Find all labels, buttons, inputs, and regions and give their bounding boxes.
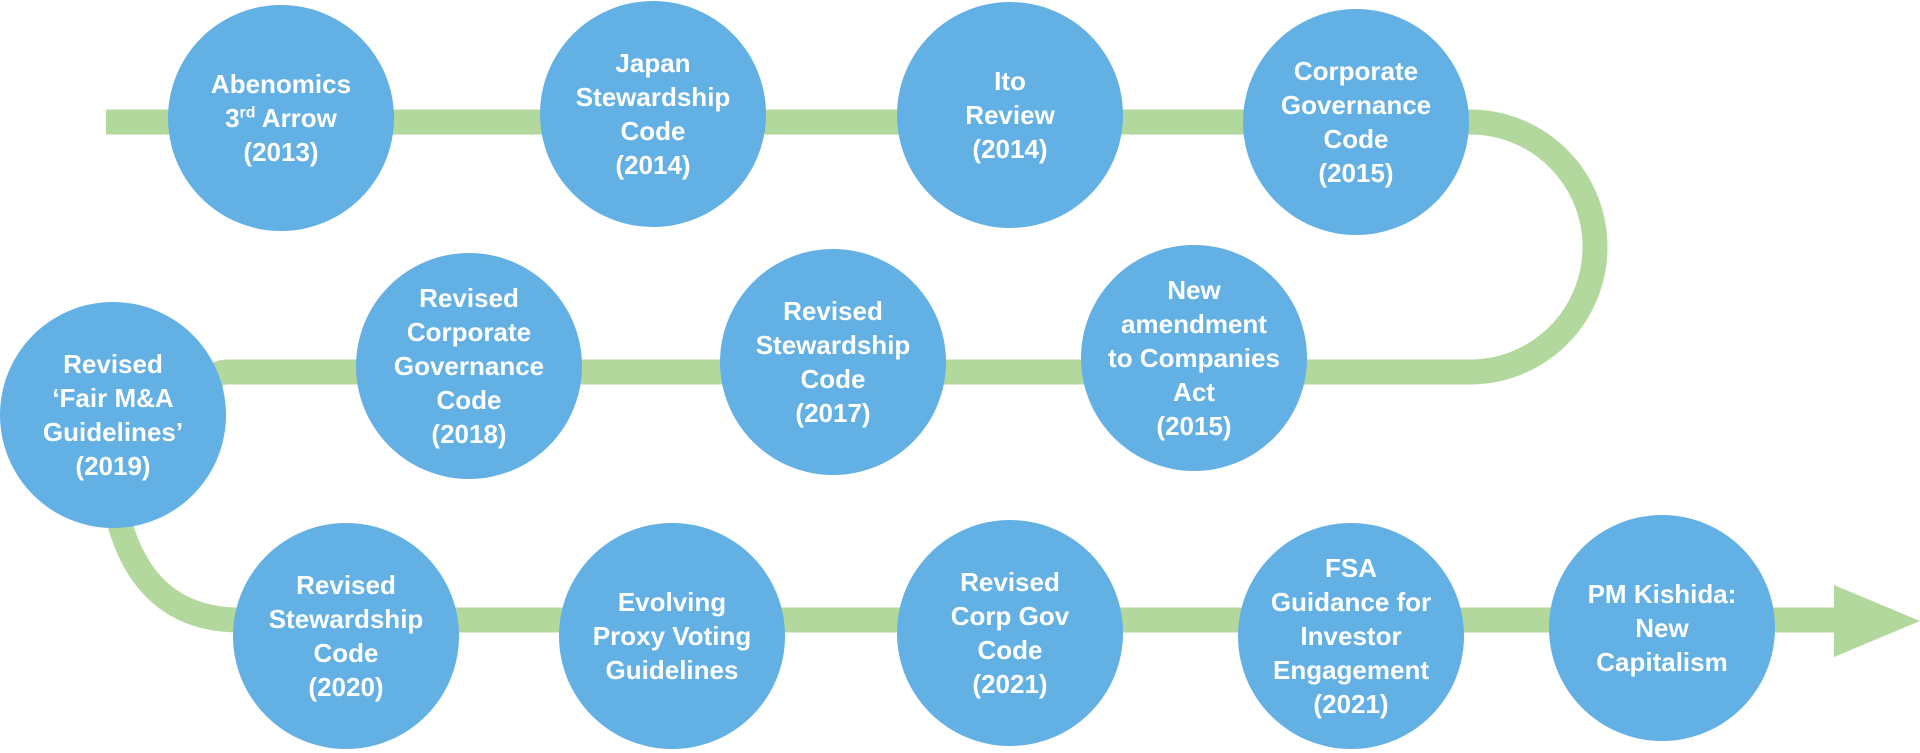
node-label-line: Capitalism bbox=[1596, 647, 1728, 677]
node-label-line: (2018) bbox=[431, 419, 507, 449]
node-label-line: Code bbox=[436, 385, 502, 415]
node-label-line: Code bbox=[800, 364, 866, 394]
node-label-line: New bbox=[1635, 613, 1689, 643]
node-label-line: amendment bbox=[1121, 309, 1267, 339]
node-label: Evolving Proxy Voting Guidelines bbox=[577, 585, 767, 687]
node-ito-review: Ito Review (2014) bbox=[897, 2, 1123, 228]
node-label-line: Act bbox=[1173, 377, 1215, 407]
node-label-line: (2019) bbox=[75, 451, 151, 481]
node-label: PM Kishida: New Capitalism bbox=[1567, 577, 1757, 679]
node-label-line: Stewardship bbox=[575, 82, 731, 112]
node-label-line: Code bbox=[1323, 124, 1389, 154]
node-label-line: Corporate bbox=[406, 317, 532, 347]
node-label-line: Revised bbox=[960, 567, 1060, 597]
node-label-line: Proxy Voting bbox=[592, 621, 752, 651]
node-label-line: Governance bbox=[393, 351, 545, 381]
arrow-word: Arrow bbox=[255, 103, 337, 133]
node-label-line: (2014) bbox=[615, 150, 691, 180]
node-label-line: (2015) bbox=[1318, 158, 1394, 188]
node-label-line: Stewardship bbox=[755, 330, 911, 360]
node-label: Revised Stewardship Code (2017) bbox=[738, 294, 928, 430]
node-label-line: Evolving bbox=[617, 587, 727, 617]
node-evolving-proxy-voting-guidelines: Evolving Proxy Voting Guidelines bbox=[559, 523, 785, 749]
node-label-line: Stewardship bbox=[268, 604, 424, 634]
node-corporate-governance-code: Corporate Governance Code (2015) bbox=[1243, 9, 1469, 235]
node-label-line: Guidelines’ bbox=[42, 417, 184, 447]
node-label: FSA Guidance for Investor Engagement (20… bbox=[1256, 551, 1446, 721]
node-label-line: (2017) bbox=[795, 398, 871, 428]
node-label-line: Revised bbox=[419, 283, 519, 313]
node-japan-stewardship-code: Japan Stewardship Code (2014) bbox=[540, 1, 766, 227]
node-label-line: (2021) bbox=[972, 669, 1048, 699]
node-label-line: (2020) bbox=[308, 672, 384, 702]
node-label-line: Code bbox=[620, 116, 686, 146]
node-revised-fair-ma-guidelines: Revised ‘Fair M&A Guidelines’ (2019) bbox=[0, 302, 226, 528]
node-label-line: (2014) bbox=[972, 134, 1048, 164]
ordinal-number: 3 bbox=[225, 103, 240, 133]
node-label: Abenomics 3rd Arrow (2013) bbox=[186, 67, 376, 169]
ordinal-suffix: rd bbox=[239, 104, 256, 122]
node-fsa-guidance-investor-engagement: FSA Guidance for Investor Engagement (20… bbox=[1238, 523, 1464, 749]
node-label-line: Review bbox=[965, 100, 1055, 130]
node-abenomics-3rd-arrow: Abenomics 3rd Arrow (2013) bbox=[168, 5, 394, 231]
node-label-line: Code bbox=[313, 638, 379, 668]
node-label-line: (2013) bbox=[243, 137, 319, 167]
node-revised-stewardship-code-2020: Revised Stewardship Code (2020) bbox=[233, 523, 459, 749]
node-pm-kishida-new-capitalism: PM Kishida: New Capitalism bbox=[1549, 515, 1775, 741]
node-label-line: Guidelines bbox=[605, 655, 739, 685]
node-label: Revised Corp Gov Code (2021) bbox=[915, 565, 1105, 701]
node-label-line: (2021) bbox=[1313, 689, 1389, 719]
node-revised-corp-gov-code-2021: Revised Corp Gov Code (2021) bbox=[897, 520, 1123, 746]
node-label-line: Guidance for bbox=[1270, 587, 1432, 617]
node-label: New amendment to Companies Act (2015) bbox=[1099, 273, 1289, 443]
node-label-line: Revised bbox=[296, 570, 396, 600]
node-label-line: to Companies bbox=[1108, 343, 1280, 373]
node-label: Revised ‘Fair M&A Guidelines’ (2019) bbox=[18, 347, 208, 483]
node-label-line: Investor bbox=[1300, 621, 1402, 651]
node-label: Japan Stewardship Code (2014) bbox=[558, 46, 748, 182]
node-label-line: ‘Fair M&A bbox=[52, 383, 174, 413]
node-revised-corporate-governance-code-2018: Revised Corporate Governance Code (2018) bbox=[356, 253, 582, 479]
node-label-line: Engagement bbox=[1272, 655, 1430, 685]
node-new-amendment-companies-act: New amendment to Companies Act (2015) bbox=[1081, 245, 1307, 471]
node-label-line: Corporate bbox=[1293, 56, 1419, 86]
node-label: Ito Review (2014) bbox=[915, 64, 1105, 166]
node-label-line: Corp Gov bbox=[950, 601, 1070, 631]
node-label: Corporate Governance Code (2015) bbox=[1261, 54, 1451, 190]
node-label-line: Revised bbox=[783, 296, 883, 326]
node-label-line: Code bbox=[977, 635, 1043, 665]
node-revised-stewardship-code-2017: Revised Stewardship Code (2017) bbox=[720, 249, 946, 475]
node-label-line: New bbox=[1167, 275, 1221, 305]
node-label-line: (2015) bbox=[1156, 411, 1232, 441]
node-label: Revised Stewardship Code (2020) bbox=[251, 568, 441, 704]
timeline-arrow-head bbox=[1834, 585, 1920, 657]
node-label-line: Abenomics bbox=[210, 69, 352, 99]
node-label: Revised Corporate Governance Code (2018) bbox=[374, 281, 564, 451]
node-label-line: Ito bbox=[994, 66, 1026, 96]
node-label-line: 3rd Arrow bbox=[225, 101, 337, 135]
node-label-line: PM Kishida: bbox=[1587, 579, 1737, 609]
node-label-line: Japan bbox=[615, 48, 691, 78]
node-label-line: FSA bbox=[1325, 553, 1377, 583]
node-label-line: Governance bbox=[1280, 90, 1432, 120]
node-label-line: Revised bbox=[63, 349, 163, 379]
